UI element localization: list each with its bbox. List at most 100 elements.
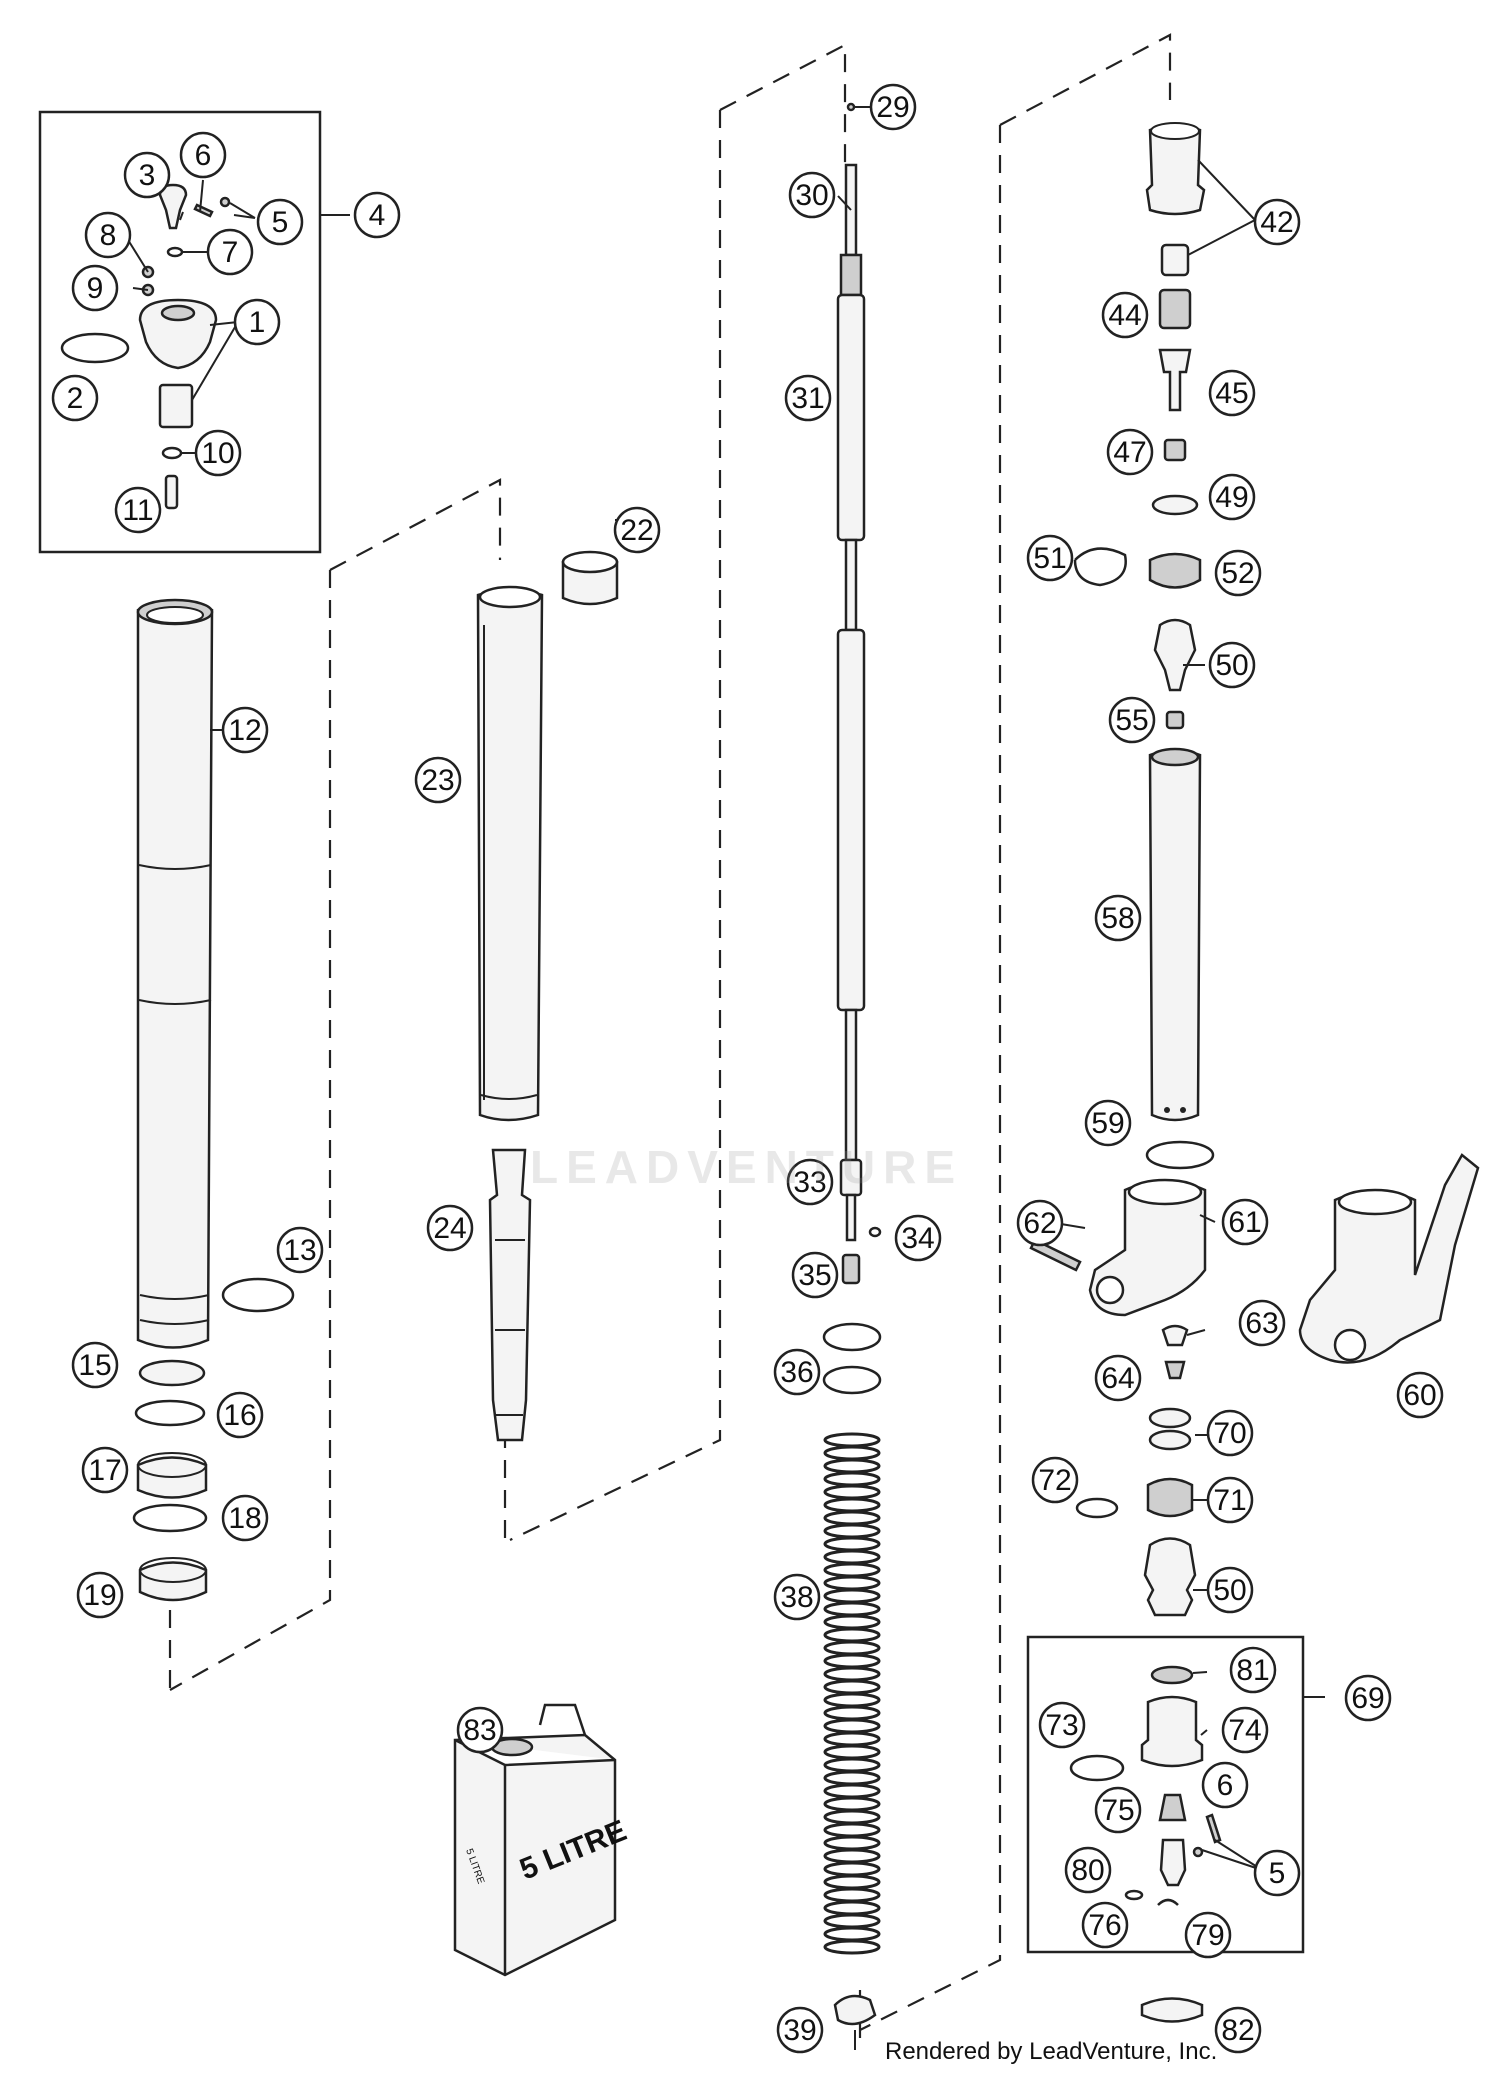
callout-number: 6 [195,139,212,172]
callout-c2: 2 [51,374,99,422]
callout-number: 58 [1101,902,1134,935]
washer-70a [1148,1407,1192,1429]
snap-ring-13 [221,1277,295,1313]
callout-circle [123,151,171,199]
callout-c3: 3 [123,151,171,199]
callout-number: 62 [1023,1207,1056,1240]
callout-circle [1206,1566,1254,1614]
callout-number: 34 [901,1222,934,1255]
o-ring-73 [1069,1754,1125,1782]
spring-coil [823,1770,881,1786]
callout-circle [1214,549,1262,597]
callout-number: 19 [83,1579,116,1612]
callout-circle [786,1158,834,1206]
callout-circle [1064,1846,1112,1894]
spring-coil [823,1601,881,1617]
spring-coil [823,1913,881,1929]
watermark: LEADVENTURE [530,1141,964,1193]
callout-number: 30 [795,179,828,212]
valve-assembly-box [1026,1635,1305,1954]
callout-number: 45 [1215,377,1248,410]
callout-number: 4 [369,199,386,232]
callout-circle [869,83,917,131]
callout-c63: 63 [1238,1299,1286,1347]
callout-c36: 36 [773,1348,821,1396]
callout-c70: 70 [1206,1409,1254,1457]
callout-c82: 82 [1214,2006,1262,2054]
callout-c69: 69 [1344,1674,1392,1722]
o-ring-76 [1124,1889,1144,1901]
cartridge-parts [1029,122,1480,1617]
spring-coil [823,1458,881,1474]
callout-number: 10 [201,437,234,470]
callout-number: 11 [122,494,153,527]
spacer-36b [822,1365,882,1395]
callout-number: 35 [798,1259,831,1292]
callout-number: 71 [1213,1484,1246,1517]
callout-number: 3 [139,159,156,192]
callout-circle [784,374,832,422]
callout-number: 52 [1221,557,1254,590]
callout-circle [256,198,304,246]
callout-circle [1106,428,1154,476]
callout-number: 50 [1215,649,1248,682]
spring-coil [823,1666,881,1682]
callout-number: 9 [87,272,104,305]
callout-circle [426,1204,474,1252]
spring-coil [823,1939,881,1955]
callout-number: 73 [1045,1709,1078,1742]
nut-29 [846,102,856,112]
spring-coil [823,1705,881,1721]
callout-number: 69 [1351,1682,1384,1715]
spring-6b [1205,1813,1222,1844]
callout-c80: 80 [1064,1846,1112,1894]
callout-circle [1184,1911,1232,1959]
callout-circle [1221,1706,1269,1754]
callout-c38: 38 [773,1573,821,1621]
callout-number: 36 [780,1356,813,1389]
callout-c4: 4 [353,191,401,239]
callout-circle [1084,1099,1132,1147]
spring-coil [823,1445,881,1461]
spring-coil [823,1562,881,1578]
callout-c8: 8 [84,211,132,259]
callout-c61: 61 [1221,1198,1269,1246]
spring-6a [193,203,214,218]
needle-11 [164,474,179,510]
callout-circle [1253,1849,1301,1897]
callout-circle [71,264,119,312]
spring-coil [823,1575,881,1591]
spring-coil [823,1874,881,1890]
callout-c49: 49 [1208,473,1256,521]
callout-number: 64 [1101,1362,1134,1395]
spacer-42b [1160,243,1190,277]
o-ring-2 [60,332,130,364]
callout-circle [1214,2006,1262,2054]
callout-c7: 7 [206,228,254,276]
callout-circle [1016,1199,1064,1247]
callout-c11: 11 [114,486,162,534]
callout-c34: 34 [894,1214,942,1262]
adjuster-screw-3 [158,183,188,230]
callout-circle [1094,1354,1142,1402]
valve-45 [1158,348,1192,412]
callout-circle [456,1706,504,1754]
callout-c81: 81 [1229,1646,1277,1694]
callout-number: 55 [1115,704,1148,737]
clip-51 [1073,547,1127,587]
callout-c79: 79 [1184,1911,1232,1959]
valve-assembly-parts [1069,1665,1222,2023]
cap-82 [1140,1997,1204,2023]
spring-coil [823,1783,881,1799]
callout-circle [1206,1409,1254,1457]
callout-c62: 62 [1016,1199,1064,1247]
spring-coil [823,1744,881,1760]
callout-number: 63 [1245,1307,1278,1340]
inner-tube-23 [476,588,544,1122]
callout-number: 8 [100,219,117,252]
damper-rod-parts [822,102,882,2026]
bumper-50b [1143,1537,1197,1617]
clip-79 [1157,1898,1179,1906]
callout-c50b: 50 [1206,1566,1254,1614]
